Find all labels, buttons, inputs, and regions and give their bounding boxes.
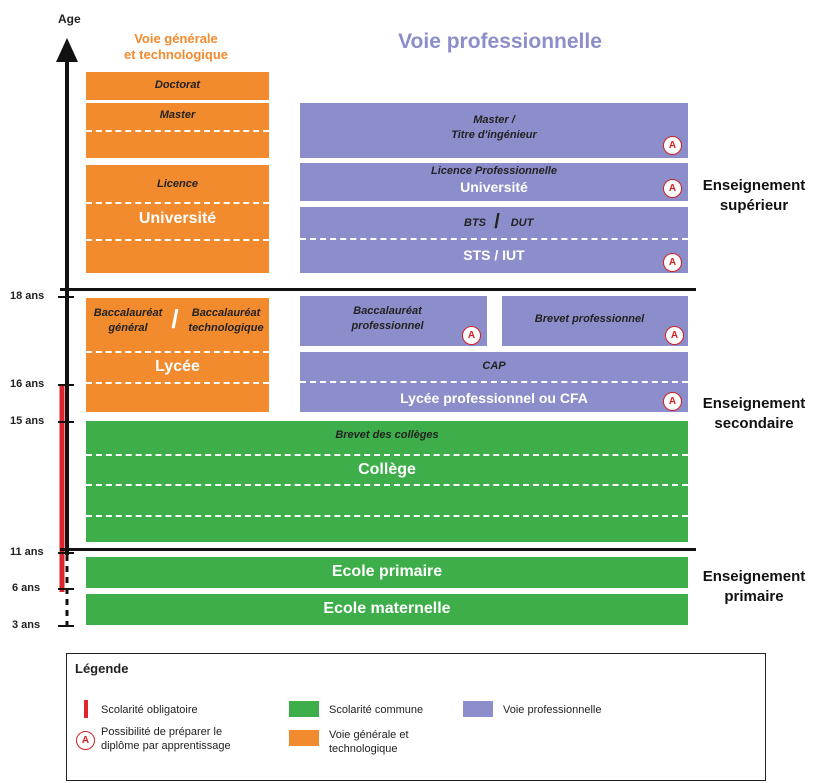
header-general-line2: et technologique (124, 47, 228, 62)
legend-obligatoire: Scolarité obligatoire (101, 704, 198, 716)
master-label: Master (159, 109, 196, 121)
licence-pro-label: Licence Professionnelle (431, 165, 557, 177)
ecole-primaire-label: Ecole primaire (331, 563, 443, 580)
brevet-label: Brevet des collèges (335, 429, 439, 441)
level-primaire: Enseignement primaire (689, 567, 818, 607)
tick-3 (58, 625, 74, 627)
legend-orange-swatch (289, 730, 319, 746)
apprentissage-badge: A (663, 179, 682, 198)
brevet-pro-block: Brevet professionnel A (502, 296, 688, 346)
legend-apprentissage-line1: Possibilité de préparer le (101, 726, 223, 738)
legend-red-bar (84, 700, 88, 718)
licence-pro-block: Licence Professionnelle Université A (300, 163, 688, 201)
apprentissage-badge: A (462, 326, 481, 345)
bts-label: BTS (464, 217, 486, 229)
licence-block: Licence Université (86, 165, 269, 273)
separator-11 (60, 548, 696, 551)
legend-generale-line2: technologique (329, 743, 398, 755)
legend-generale-line1: Voie générale et (329, 729, 409, 741)
doctorat-label: Doctorat (154, 79, 201, 91)
age-18: 18 ans (10, 290, 45, 302)
sts-iut-label: STS / IUT (463, 247, 525, 263)
brevet-pro-label: Brevet professionnel (534, 313, 645, 325)
bac-pro-line1: Baccalauréat (353, 305, 422, 317)
legend-apprentissage-badge: A (76, 731, 95, 750)
level-secondaire-line1: Enseignement (702, 395, 806, 412)
level-secondaire-line2: secondaire (714, 415, 794, 432)
apprentissage-badge: A (663, 253, 682, 272)
licence-label: Licence (157, 178, 198, 190)
bac-general-label: Baccalauréat général (89, 306, 167, 336)
master-pro-line1: Master / (473, 114, 515, 126)
legend-apprentissage-line2: diplôme par apprentissage (101, 740, 231, 752)
level-superieur: Enseignement supérieur (689, 176, 818, 216)
tick-11 (58, 552, 74, 554)
legend-box: Légende Scolarité obligatoire A Possibil… (66, 653, 766, 781)
bac-general-line2: général (108, 322, 148, 334)
bac-techno-label: Baccalauréat technologique (184, 306, 268, 336)
age-16: 16 ans (10, 378, 45, 390)
lycee-pro-block: CAP Lycée professionnel ou CFA A (300, 352, 688, 412)
legend-generale: Voie générale et technologique (329, 728, 409, 756)
level-superieur-line1: Enseignement (702, 177, 806, 194)
ecole-maternelle-label: Ecole maternelle (323, 600, 451, 617)
universite-general-label: Université (138, 210, 217, 227)
sts-iut-block: BTS / DUT STS / IUT A (300, 207, 688, 273)
tick-6 (58, 588, 74, 590)
level-primaire-line1: Enseignement (702, 568, 806, 585)
master-block: Master (86, 103, 269, 158)
header-general: Voie générale et technologique (120, 31, 232, 63)
age-11: 11 ans (10, 546, 44, 558)
header-general-line1: Voie générale (134, 31, 218, 46)
master-pro-label: Master / Titre d'ingénieur (300, 113, 688, 143)
apprentissage-badge: A (665, 326, 684, 345)
bac-pro-block: Baccalauréat professionnel A (300, 296, 487, 346)
bts-dut-slash: / (494, 211, 500, 233)
tick-15 (58, 421, 74, 423)
age-3: 3 ans (12, 619, 41, 631)
lycee-label: Lycée (155, 358, 200, 375)
bac-techno-line2: technologique (188, 322, 264, 334)
bac-slash: / (171, 304, 179, 334)
college-block: Brevet des collèges Collège (86, 421, 688, 542)
axis-title: Age (58, 12, 81, 26)
tick-18 (58, 296, 74, 298)
level-superieur-line2: supérieur (719, 197, 789, 214)
bac-general-line1: Baccalauréat (93, 307, 163, 319)
ecole-maternelle-block: Ecole maternelle (86, 594, 688, 625)
header-professional: Voie professionnelle (398, 30, 602, 53)
legend-professionnelle: Voie professionnelle (503, 704, 602, 716)
age-15: 15 ans (10, 415, 45, 427)
legend-purple-swatch (463, 701, 493, 717)
master-pro-line2: Titre d'ingénieur (451, 129, 537, 141)
legend-green-swatch (289, 701, 319, 717)
separator-18 (60, 288, 696, 291)
ecole-primaire-block: Ecole primaire (86, 557, 688, 588)
dut-label: DUT (510, 217, 534, 229)
legend-title: Légende (75, 661, 129, 676)
bac-techno-line1: Baccalauréat (191, 307, 261, 319)
legend-apprentissage: Possibilité de préparer le diplôme par a… (101, 725, 231, 753)
bac-pro-line2: professionnel (351, 320, 424, 332)
apprentissage-badge: A (663, 392, 682, 411)
cap-label: CAP (482, 360, 506, 372)
apprentissage-badge: A (663, 136, 682, 155)
master-pro-block: Master / Titre d'ingénieur A (300, 103, 688, 158)
bac-pro-label: Baccalauréat professionnel (300, 304, 475, 334)
college-label: Collège (358, 461, 416, 478)
tick-16 (58, 384, 74, 386)
level-primaire-line2: primaire (724, 588, 784, 605)
lycee-block: Baccalauréat général / Baccalauréat tech… (86, 298, 269, 412)
lycee-pro-label: Lycée professionnel ou CFA (400, 390, 588, 406)
legend-commune: Scolarité commune (329, 704, 424, 716)
doctorat-block: Doctorat (86, 72, 269, 100)
level-secondaire: Enseignement secondaire (689, 394, 818, 434)
age-6: 6 ans (12, 582, 41, 594)
universite-pro-label: Université (460, 179, 528, 195)
